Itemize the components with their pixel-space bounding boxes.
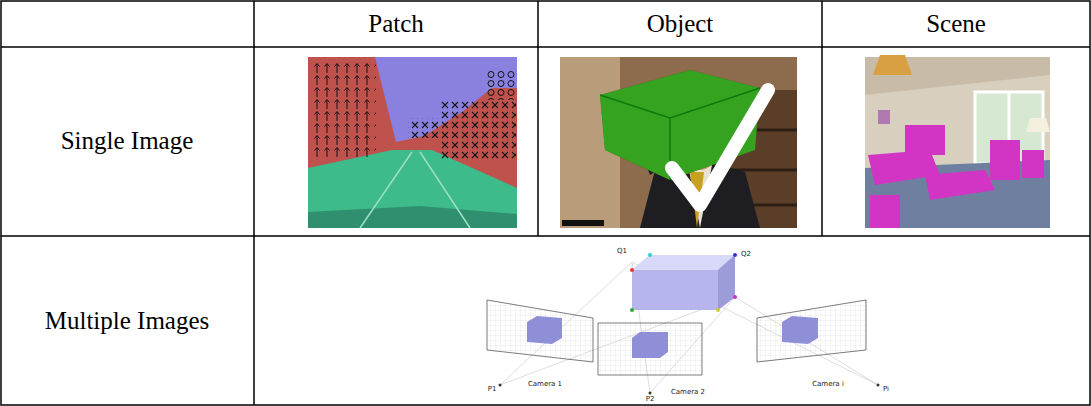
- column-header: Scene: [926, 10, 986, 38]
- column-header: Object: [647, 10, 714, 38]
- camera-label: Camera 1: [528, 381, 562, 389]
- object-image: [560, 57, 797, 228]
- camera-label: Camera i: [812, 381, 844, 389]
- multiview-figure: [487, 253, 880, 395]
- patch-image: [308, 57, 517, 228]
- camera-center-label: Pi: [883, 386, 889, 394]
- point-label: Q2: [741, 251, 751, 259]
- column-header: Patch: [368, 10, 424, 38]
- camera-label: Camera 2: [671, 389, 705, 397]
- camera-center-label: P1: [488, 386, 497, 394]
- row-header: Single Image: [61, 127, 194, 155]
- camera-center-label: P2: [646, 396, 655, 404]
- row-header: Multiple Images: [45, 307, 210, 335]
- point-label: Q1: [617, 248, 627, 256]
- scene-image: [865, 55, 1050, 228]
